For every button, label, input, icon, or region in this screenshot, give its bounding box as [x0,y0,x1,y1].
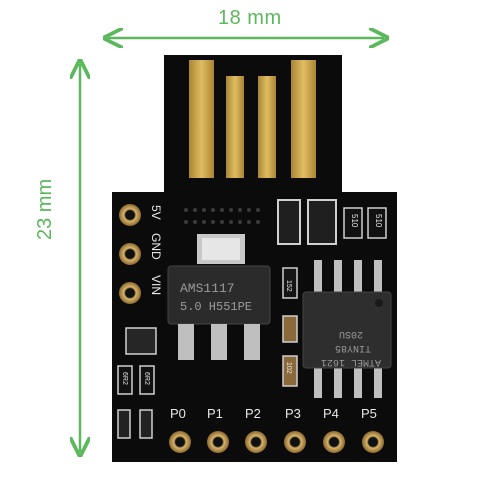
regulator-tab-shine [202,238,240,260]
regulator-label-2: 5.0 H551PE [180,300,252,314]
small-label-6r2-a: 6R2 [121,372,128,385]
diode [307,199,337,245]
pad-p0 [169,431,191,453]
mcu-label-1: ATMEL 1621 [321,356,381,367]
pad-p4 [323,431,345,453]
pad-gnd [119,243,141,265]
regulator-leg-1 [178,324,194,360]
lower-transistor [125,327,157,355]
pad-vin [119,282,141,304]
label-p3: P3 [285,406,301,421]
gpio-labels: P0 P1 P2 P3 P4 P5 [170,406,377,421]
width-dimension-label: 18 mm [218,7,282,29]
label-p0: P0 [170,406,186,421]
pad-5v [119,204,141,226]
usb-contact-3 [258,76,276,178]
label-p1: P1 [207,406,223,421]
regulator-leg-2 [211,324,227,360]
usb-contact-4 [291,60,316,178]
capacitor-1 [282,267,298,299]
regulator-leg-3 [244,324,260,360]
resistor-label-2: 510 [374,214,383,228]
mcu-chip [302,291,392,369]
via-grid [184,208,260,224]
small-label-102: 102 [285,362,292,374]
pad-p2 [245,431,267,453]
mcu-label-3: 20SU [339,328,363,339]
pad-p5 [362,431,384,453]
led-2 [139,409,153,439]
capacitor-3 [282,355,298,387]
mcu-pins-top [314,260,382,294]
power-pin-labels: 5V GND VIN [149,205,163,295]
zener-1 [117,365,133,395]
label-p2: P2 [245,406,261,421]
transistor [277,199,301,245]
pad-p1 [207,431,229,453]
mcu-pin1-dot [375,299,383,307]
capacitor-2 [282,315,298,343]
pad-p3 [284,431,306,453]
label-vin: VIN [149,275,163,295]
led-1 [117,409,131,439]
label-5v: 5V [149,205,163,220]
resistor-2 [367,207,387,239]
usb-contact-2 [226,76,244,178]
resistor-1 [343,207,363,239]
resistor-label-1: 510 [350,214,359,228]
zener-2 [139,365,155,395]
usb-contact-1 [189,60,214,178]
label-p5: P5 [361,406,377,421]
mcu-pins-bottom [314,366,382,398]
label-gnd: GND [149,233,163,260]
regulator-label-1: AMS1117 [180,281,235,296]
label-p4: P4 [323,406,339,421]
small-label-152: 152 [285,280,292,292]
small-label-6r2-b: 6R2 [143,372,150,385]
mcu-label-2: TINY85 [335,342,371,353]
